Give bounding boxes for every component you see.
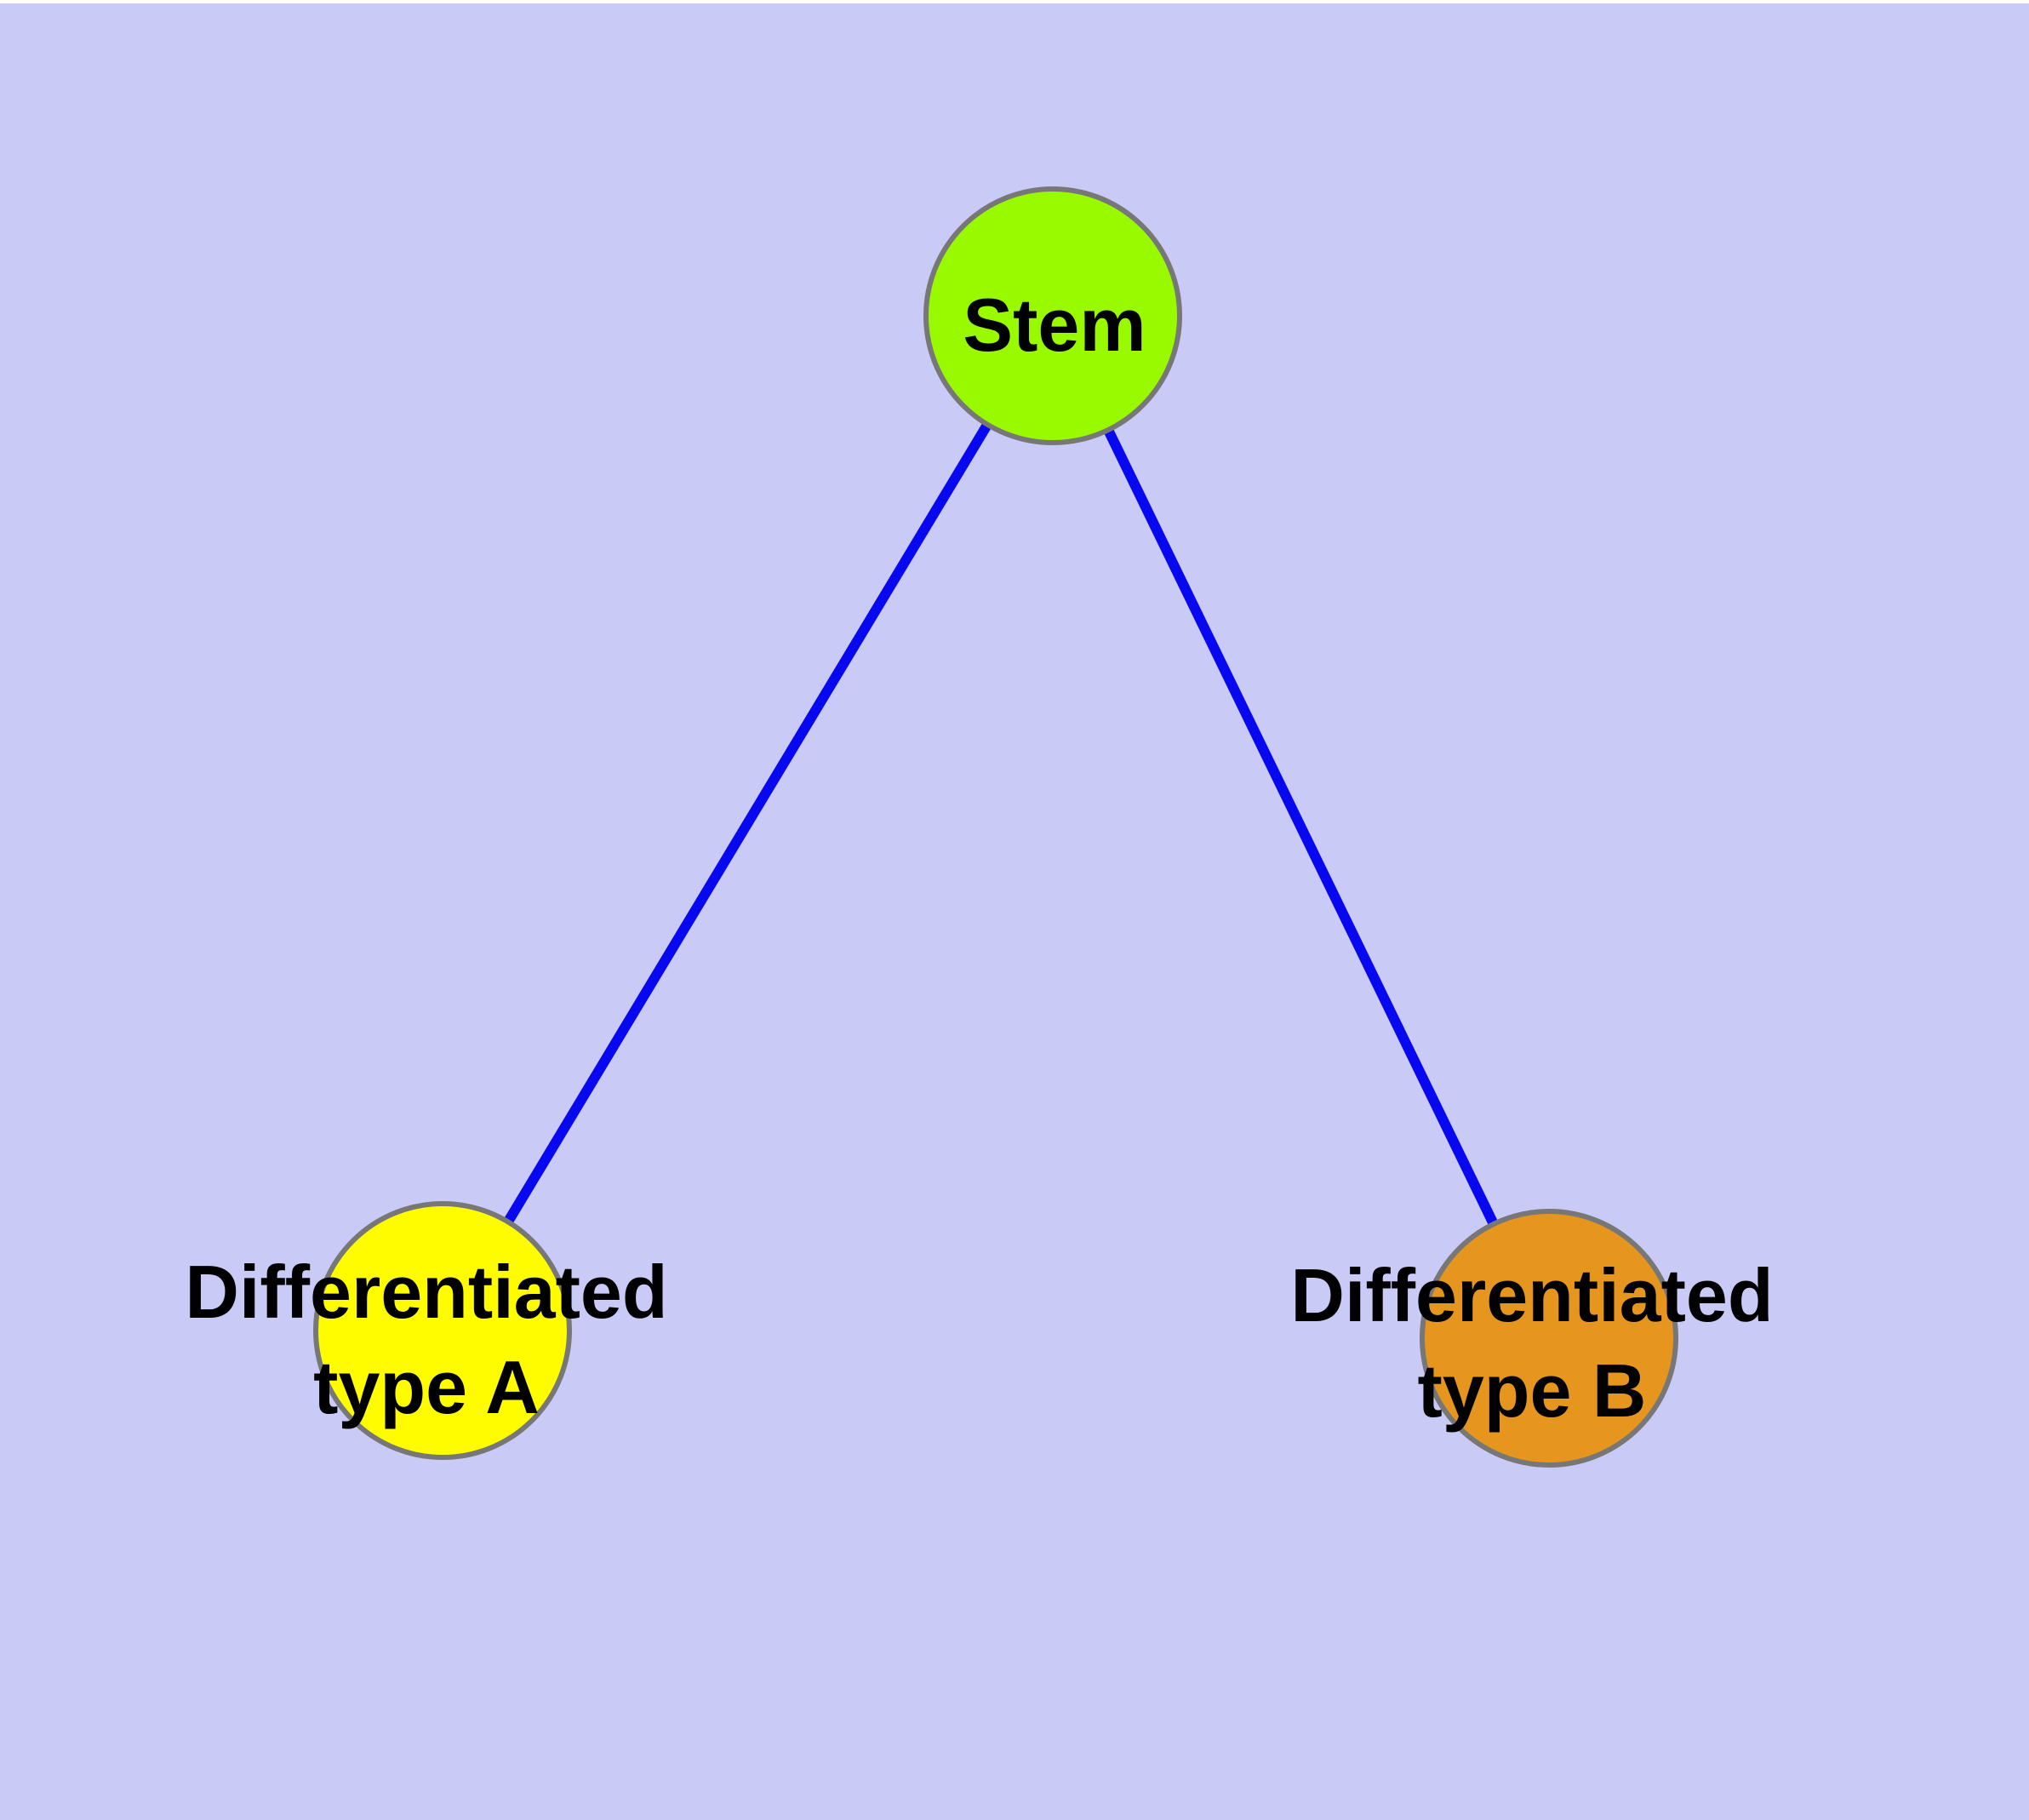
edge-stem-to-typeA	[437, 312, 1058, 1334]
node-differentiated-type-b	[1420, 1209, 1678, 1468]
node-type-b-label-line1: Differentiated	[1290, 1253, 1773, 1337]
node-differentiated-type-a	[313, 1201, 572, 1460]
node-stem-label: Stem	[963, 283, 1146, 367]
node-type-a-label-line1: Differentiated	[185, 1250, 667, 1334]
edge-stem-to-typeB	[1048, 313, 1554, 1341]
node-type-b-label-line2: type B	[1418, 1348, 1647, 1433]
node-type-a-label-line2: type A	[313, 1345, 540, 1429]
node-stem	[923, 186, 1182, 445]
